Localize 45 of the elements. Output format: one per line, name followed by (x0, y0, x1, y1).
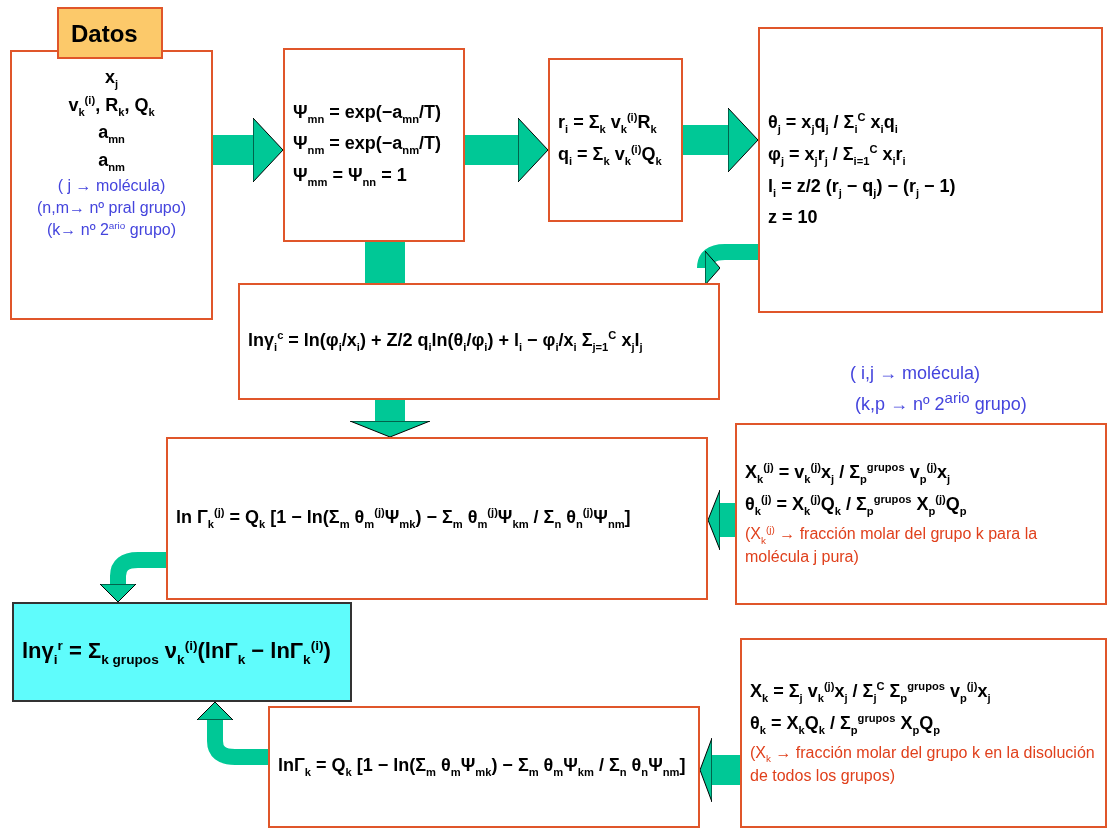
formula: ln Γ$_{k}$$^{(j)}$ = Q$_{k}$ [1 − ln(Σ$_{m}$ θ$_{m}$$^{(j)}$Ψ$_{mk}$) − Σ$_{m}$ θ$_{m}$$^{(j)}$Ψ$_{km}$ / Σ$_{n}$ θ$_{n}$$^{(j)}$Ψ$_{nm}$] (176, 505, 632, 532)
block-arrow (99, 552, 166, 603)
formula-box (548, 58, 683, 222)
result-box (12, 602, 352, 702)
formula-box (166, 437, 708, 600)
formula: q$_{i}$ = Σ$_{k}$ v$_{k}$$^{(i)}$Q$_{k}$ (558, 143, 663, 169)
formula: l$_{i}$ = z/2 (r$_{j}$ − q$_{j}$) − (r$_{j}$ − 1) (768, 174, 957, 201)
formula: lnγ$_{i}$$^{c}$ = ln(φ$_{i}$/x$_{i}$) + Z/2 q$_{i}$ln(θ$_{i}$/φ$_{i}$) + l$_{i}$ − φ$_{i}$/x$_{i}$ Σ$_{j=1}$$^{C}$ x$_{j}$l$_{j}$ (248, 328, 644, 355)
formula: φ$_{j}$ = x$_{j}$r$_{j}$ / Σ$_{i=1}$$^{C}$ x$_{i}$r$_{i}$ (768, 143, 907, 169)
block-arrow (683, 107, 759, 173)
formula-box (268, 706, 700, 828)
formula: Ψ$_{mm}$ = Ψ$_{nn}$ = 1 (293, 163, 408, 190)
heading-tab: Datos (57, 7, 163, 59)
note: (X$_{k}$ → fracción molar del grupo k en la disolución de todos los grupos) (750, 743, 1096, 786)
formula: z = 10 (768, 206, 819, 229)
formula: θ$_{j}$ = x$_{j}$q$_{j}$ / Σ$_{i}$$^{C}$ x$_{i}$q$_{i}$ (768, 111, 899, 137)
formula: a$_{nm}$ (97, 148, 126, 175)
block-arrow (465, 117, 549, 183)
formula: θ$_{k}$$^{(j)}$ = X$_{k}$$^{(j)}$Q$_{k}$ / Σ$_{p}$$^{grupos}$ X$_{p}$$^{(j)}$Q$_{p}$ (745, 492, 968, 519)
note: ( i,j → molécula) (850, 363, 981, 384)
formula-box (758, 27, 1103, 313)
formula: θ$_{k}$ = X$_{k}$Q$_{k}$ / Σ$_{p}$$^{grupos}$ X$_{p}$Q$_{p}$ (750, 711, 942, 738)
block-arrow (707, 489, 735, 551)
block-arrow (699, 737, 740, 803)
formula: X$_{k}$ = Σ$_{j}$ v$_{k}$$^{(j)}$x$_{j}$ / Σ$_{j}$$^{C}$ Σ$_{p}$$^{grupos}$ v$_{p}$$^{(j)}$x$_{j}$ (750, 680, 992, 706)
formula: v$_{k}$$^{(i)}$, R$_{k}$, Q$_{k}$ (67, 93, 156, 120)
note: (X$_{k}$$^{(j)}$ → fracción molar del grupo k para la molécula j pura) (745, 524, 1039, 567)
formula: r$_{i}$ = Σ$_{k}$ v$_{k}$$^{(i)}$R$_{k}$ (558, 111, 658, 137)
formula: lnΓ$_{k}$ = Q$_{k}$ [1 − ln(Σ$_{m}$ θ$_{m}$Ψ$_{mk}$) − Σ$_{m}$ θ$_{m}$Ψ$_{km}$ / Σ$_{n}$ θ$_{n}$Ψ$_{nm}$] (278, 754, 687, 780)
note: (k→ nº 2$^{ario}$ grupo) (45, 220, 178, 241)
block-arrow (213, 117, 284, 183)
note: ( j → molécula) (56, 176, 167, 197)
formula: Ψ$_{mn}$ = exp(−a$_{mn}$/T) (293, 100, 443, 127)
block-arrow (349, 400, 431, 438)
formula: X$_{k}$$^{(j)}$ = v$_{k}$$^{(j)}$x$_{j}$ / Σ$_{p}$$^{grupos}$ v$_{p}$$^{(j)}$x$_{j}$ (745, 461, 952, 487)
formula-box (238, 283, 720, 400)
note: (k,p → nº 2$^{ario}$ grupo) (855, 389, 1027, 415)
formula: Ψ$_{nm}$ = exp(−a$_{nm}$/T) (293, 132, 443, 158)
note: (n,m→ nº pral grupo) (36, 198, 187, 219)
formula-box (735, 423, 1107, 605)
formula: lnγ$_{i}$$^{r}$ = Σ$_{k grupos}$ ν$_{k}$$^{(i)}$(lnΓ$_{k}$ − lnΓ$_{k}$$^{(i)}$) (22, 636, 332, 668)
formula-box (283, 48, 465, 242)
formula-box (740, 638, 1107, 828)
formula: a$_{mn}$ (97, 121, 126, 147)
formula: x$_{j}$ (103, 66, 120, 92)
